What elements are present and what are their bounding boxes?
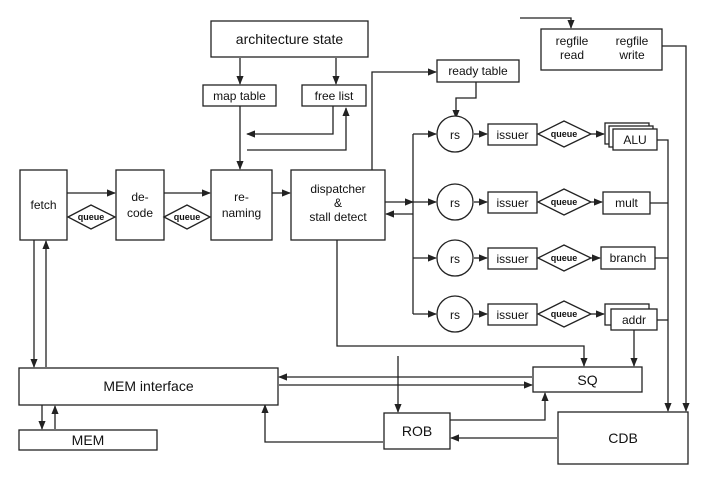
issuer-label: issuer (496, 128, 528, 142)
rs-circle (436, 115, 474, 153)
decode-label: de-code (127, 190, 153, 220)
ready-table-label: ready table (448, 64, 508, 78)
queue-label: queue (551, 309, 578, 319)
architecture-state-label: architecture state (236, 31, 344, 47)
rs-label: rs (450, 252, 460, 266)
rob-label: ROB (402, 423, 432, 439)
alu-box (612, 128, 658, 151)
mem-box: MEM (18, 429, 158, 451)
dispatcher-label: dispatcher&stall detect (309, 182, 367, 224)
mult-box (602, 191, 651, 215)
branch-box (600, 246, 656, 270)
queue-decode-rename: queue (162, 204, 212, 230)
cdb-label: CDB (608, 430, 638, 446)
mem-interface-box: MEM interface (18, 367, 279, 406)
decode-box: de-code (115, 169, 165, 241)
alu-label: ALU (623, 133, 646, 147)
connector-arrows (30, 17, 690, 443)
rs-circle (436, 183, 474, 221)
architecture-state-box: architecture state (210, 20, 369, 58)
issuer-box (487, 123, 538, 146)
rs-label: rs (450, 308, 460, 322)
issuer-label: issuer (496, 308, 528, 322)
branch-label: branch (610, 251, 647, 265)
map-table-box: map table (202, 84, 277, 107)
issue-row-addr: rs issuer queue addr (436, 295, 658, 333)
queue-diamond (536, 120, 593, 148)
queue-fetch-decode: queue (66, 204, 117, 230)
sq-label: SQ (577, 372, 597, 388)
mem-interface-label: MEM interface (103, 378, 193, 394)
ready-table-box: ready table (436, 59, 520, 83)
free-list-box: free list (301, 84, 367, 107)
issue-row-alu: rs issuer queue ALU (436, 115, 658, 153)
rob-box: ROB (383, 412, 451, 450)
issuer-label: issuer (496, 196, 528, 210)
map-table-label: map table (213, 89, 266, 103)
mult-label: mult (615, 196, 638, 210)
queue-diamond (536, 188, 593, 216)
queue-diamond (536, 244, 593, 272)
rs-label: rs (450, 128, 460, 142)
fetch-box: fetch (19, 169, 68, 241)
renaming-box: re-naming (210, 169, 273, 241)
rs-label: rs (450, 196, 460, 210)
renaming-label: re-naming (222, 190, 261, 220)
cdb-box: CDB (557, 411, 689, 465)
issuer-box (487, 247, 538, 270)
rs-circle (436, 295, 474, 333)
addr-box (610, 308, 658, 331)
free-list-label: free list (315, 89, 354, 103)
queue-label: queue (551, 197, 578, 207)
issuer-box (487, 191, 538, 214)
dispatcher-box: dispatcher&stall detect (290, 169, 386, 241)
sq-box: SQ (532, 366, 643, 393)
queue-label: queue (174, 212, 201, 222)
fetch-label: fetch (30, 198, 56, 212)
queue-diamond (536, 300, 593, 328)
queue-label: queue (78, 212, 105, 222)
mem-label: MEM (72, 432, 105, 448)
queue-label: queue (551, 129, 578, 139)
issuer-label: issuer (496, 252, 528, 266)
issue-row-branch: rs issuer queue branch (436, 239, 656, 277)
addr-label: addr (622, 313, 646, 327)
issuer-box (487, 303, 538, 326)
rs-circle (436, 239, 474, 277)
queue-label: queue (551, 253, 578, 263)
issue-row-mult: rs issuer queue mult (436, 183, 651, 221)
